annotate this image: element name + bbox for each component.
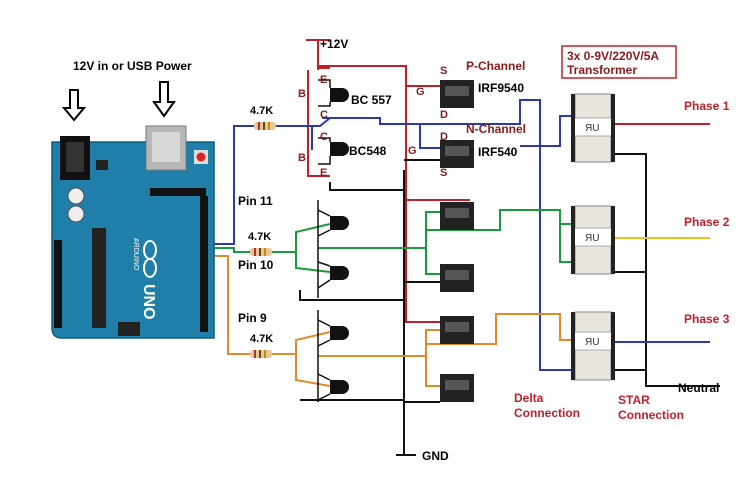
p-channel-label: P-Channel — [466, 59, 525, 73]
mosfet-pair-2 — [440, 202, 474, 292]
gnd-rail — [299, 153, 720, 456]
arduino-uno-board: UNO ARDUINO — [51, 125, 215, 339]
usb-arrow-icon — [152, 81, 176, 118]
transformer-title-box — [561, 45, 677, 79]
pin10-label: Pin 10 — [238, 258, 274, 272]
pin9-label: Pin 9 — [238, 311, 267, 325]
resistor-1-label: 4.7K — [250, 105, 273, 117]
board-name: UNO — [140, 284, 157, 320]
transistor-pair-2 — [330, 216, 349, 280]
irf540-label: IRF540 — [478, 145, 518, 159]
delta-label-line1: Delta — [514, 391, 544, 405]
resistor-3 — [250, 350, 272, 358]
vcc-rail — [306, 39, 710, 323]
label-d1: D — [440, 109, 448, 121]
label-s1: S — [440, 65, 447, 77]
transformer-1: ЯU — [571, 93, 615, 163]
star-label-line2: Connection — [618, 408, 684, 422]
vcc-label: +12V — [320, 37, 348, 51]
power-arrow-icon — [61, 89, 87, 122]
transistor-leads — [317, 79, 331, 402]
bc557-label: BC 557 — [351, 93, 392, 107]
label-b1: B — [298, 88, 306, 100]
label-d2: D — [440, 131, 448, 143]
label-b2: B — [298, 152, 306, 164]
pin11-label: Pin 11 — [238, 194, 273, 208]
transistor-bc557 — [330, 88, 349, 102]
transformer-2: ЯU — [571, 205, 615, 275]
mosfet-irf540 — [440, 140, 474, 168]
arduino-logo: UNO ARDUINO — [132, 238, 157, 320]
transformer-title-line2: Transformer — [567, 63, 637, 77]
label-s2: S — [440, 167, 447, 179]
blue-wires — [205, 99, 710, 371]
power-label: 12V in or USB Power — [73, 59, 192, 73]
bc548-label: BC548 — [349, 144, 387, 158]
irf9540-label: IRF9540 — [478, 81, 524, 95]
phase1-label: Phase 1 — [684, 99, 730, 113]
n-channel-label: N-Channel — [466, 122, 526, 136]
phase3-label: Phase 3 — [684, 312, 730, 326]
reset-button[interactable] — [196, 152, 206, 162]
svg-text:ЯU: ЯU — [585, 337, 599, 348]
resistor-3-label: 4.7K — [250, 333, 273, 345]
label-c2: C — [320, 131, 328, 143]
board-brand: ARDUINO — [132, 238, 139, 271]
resistor-2-label: 4.7K — [248, 231, 271, 243]
neutral-label: Neutral — [678, 381, 719, 395]
microcontroller-chip — [92, 228, 106, 328]
mosfet-irf9540 — [440, 80, 474, 108]
svg-text:ЯU: ЯU — [585, 233, 599, 244]
transistor-bc548 — [330, 142, 349, 156]
label-c1: C — [320, 109, 328, 121]
gnd-label: GND — [422, 449, 449, 463]
transistor-pair-3 — [330, 326, 349, 394]
phase2-label: Phase 2 — [684, 215, 730, 229]
resistor-2 — [250, 248, 272, 256]
resistor-1 — [254, 122, 276, 130]
star-label-line1: STAR — [618, 393, 650, 407]
transformer-title-line1: 3x 0-9V/220V/5A — [567, 49, 659, 63]
label-e1: E — [320, 74, 327, 86]
transformer-3: ЯU — [571, 311, 615, 381]
label-e2: E — [320, 167, 327, 179]
label-g2: G — [408, 145, 417, 157]
mosfet-pair-3 — [440, 316, 474, 402]
orange-wires — [205, 255, 575, 387]
delta-label-line2: Connection — [514, 406, 580, 420]
svg-text:ЯU: ЯU — [585, 123, 599, 134]
label-g1: G — [416, 86, 425, 98]
